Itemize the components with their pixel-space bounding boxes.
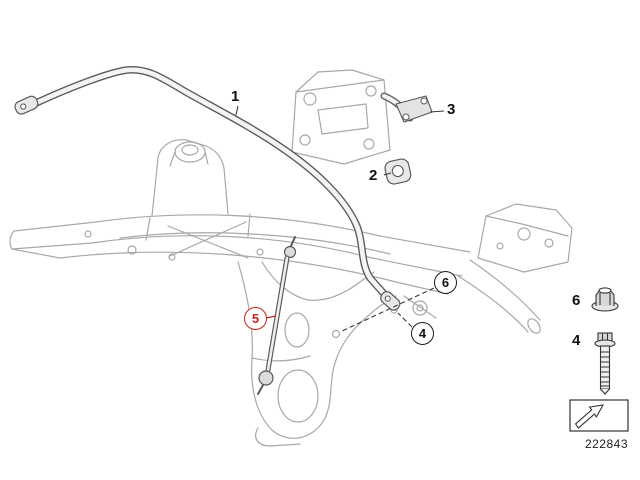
stabilizer-bracket bbox=[380, 92, 433, 123]
callout-3[interactable]: 3 bbox=[447, 101, 456, 118]
continuation-arrow-icon bbox=[574, 404, 605, 429]
leader-lines bbox=[235, 105, 445, 333]
drop-link bbox=[257, 236, 297, 395]
callout-2[interactable]: 2 bbox=[369, 167, 378, 184]
callout-1[interactable]: 1 bbox=[231, 88, 240, 105]
legend-arrow-box bbox=[569, 399, 629, 432]
legend-item-4-label: 4 bbox=[572, 332, 581, 349]
legend-bolt-icon bbox=[594, 332, 616, 395]
legend-flange-nut-icon bbox=[591, 287, 619, 312]
stabilizer-bushing bbox=[384, 158, 412, 185]
stabilizer-bar bbox=[14, 66, 401, 311]
subframe-outline bbox=[9, 69, 573, 447]
callout-4[interactable]: 4 bbox=[411, 322, 434, 345]
legend-item-6-label: 6 bbox=[572, 292, 581, 309]
callout-6[interactable]: 6 bbox=[434, 271, 457, 294]
callout-5-highlighted[interactable]: 5 bbox=[244, 307, 267, 330]
diagram-plate-number: 222843 bbox=[584, 437, 628, 451]
